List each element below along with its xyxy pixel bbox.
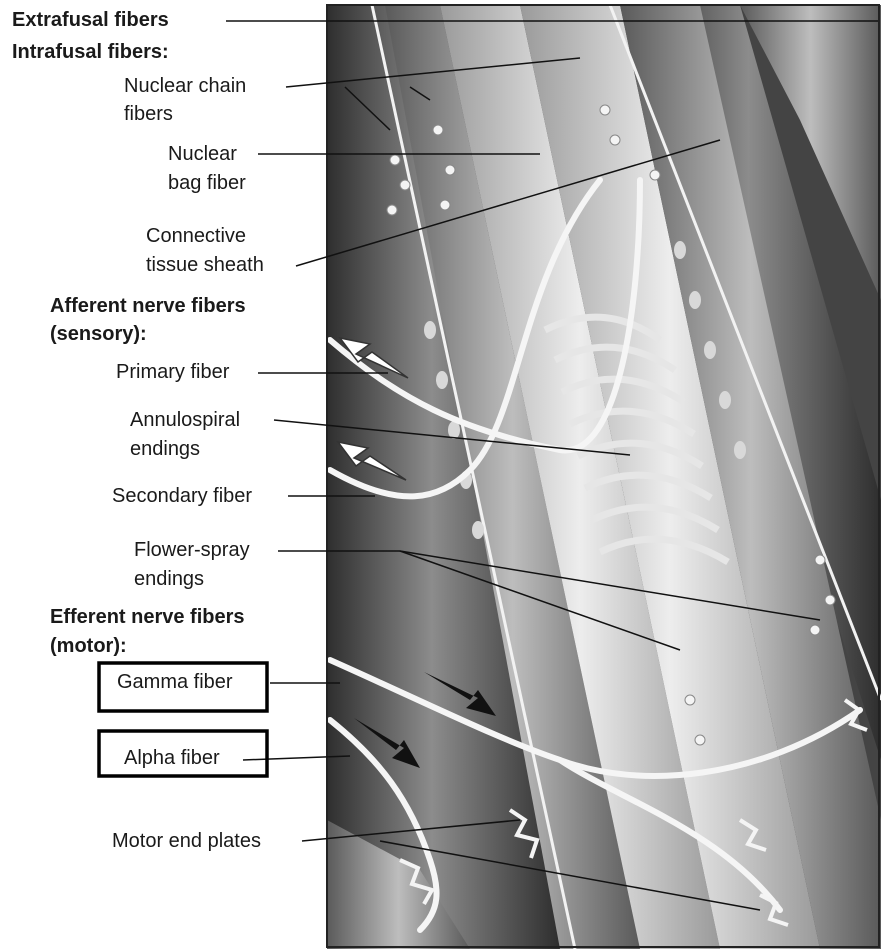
label-flower-spray-line2: endings bbox=[134, 565, 204, 594]
label-nuclear-bag-line1: Nuclear bbox=[168, 140, 237, 169]
spindle-illustration bbox=[327, 5, 881, 949]
heading-efferent-line1: Efferent nerve fibers bbox=[50, 603, 245, 632]
label-annulospiral-line2: endings bbox=[130, 435, 200, 464]
label-connective-line2: tissue sheath bbox=[146, 251, 264, 280]
label-annulospiral-line1: Annulospiral bbox=[130, 406, 240, 435]
label-primary-fiber: Primary fiber bbox=[116, 358, 229, 387]
heading-afferent-line1: Afferent nerve fibers bbox=[50, 292, 246, 321]
label-nuclear-chain-line1: Nuclear chain bbox=[124, 72, 246, 101]
heading-efferent-line2: (motor): bbox=[50, 632, 127, 661]
label-alpha-fiber: Alpha fiber bbox=[124, 744, 220, 773]
label-motor-end-plates: Motor end plates bbox=[112, 827, 261, 856]
label-connective-line1: Connective bbox=[146, 222, 246, 251]
heading-extrafusal-fibers: Extrafusal fibers bbox=[12, 6, 169, 35]
heading-intrafusal-fibers: Intrafusal fibers: bbox=[12, 38, 169, 67]
label-nuclear-chain-line2: fibers bbox=[124, 100, 173, 129]
label-gamma-fiber: Gamma fiber bbox=[117, 668, 233, 697]
heading-afferent-line2: (sensory): bbox=[50, 320, 147, 349]
label-secondary-fiber: Secondary fiber bbox=[112, 482, 252, 511]
label-nuclear-bag-line2: bag fiber bbox=[168, 169, 246, 198]
label-flower-spray-line1: Flower-spray bbox=[134, 536, 250, 565]
